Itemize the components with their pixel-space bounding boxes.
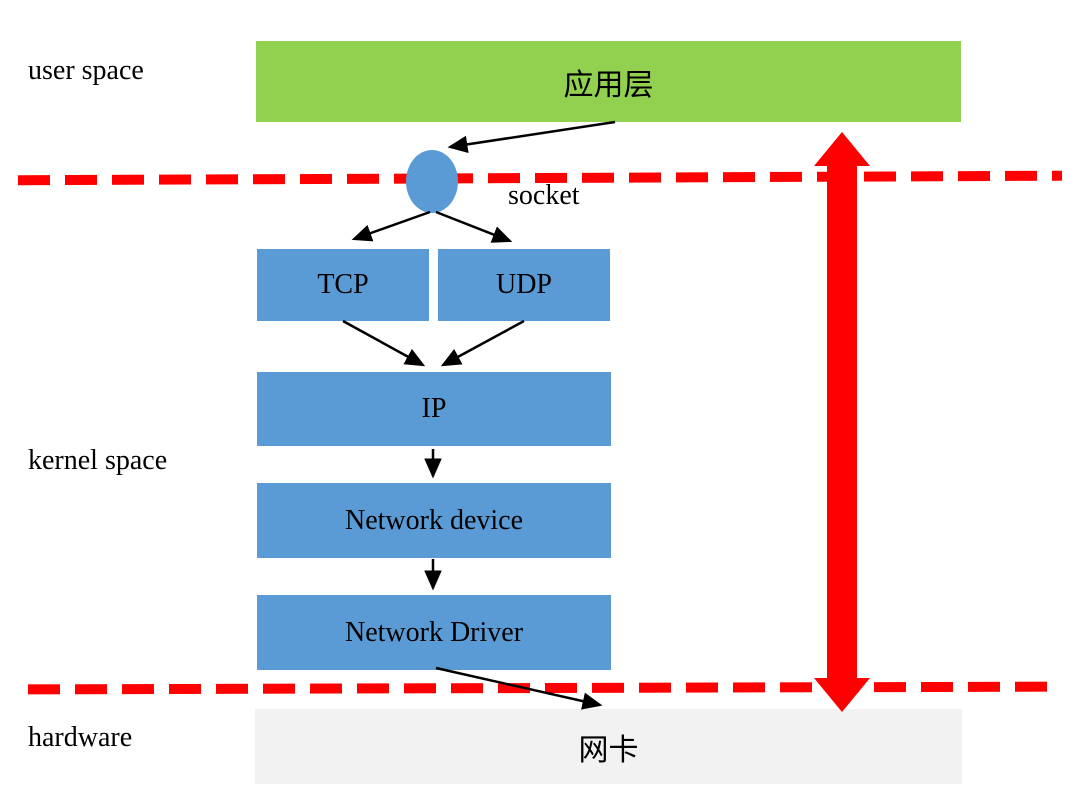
- nic-box: 网卡: [255, 709, 962, 784]
- arrow-socket-to-udp: [435, 210, 513, 243]
- application-layer-box: 应用层: [256, 41, 961, 122]
- kernel-span-double-arrow: [814, 132, 870, 712]
- ip-label: IP: [421, 393, 447, 424]
- udp-label: UDP: [495, 269, 552, 300]
- arrow-tcp-to-ip: [342, 319, 426, 367]
- socket-ellipse: [406, 150, 458, 213]
- network-driver-label: Network Driver: [344, 616, 524, 648]
- application-layer-label: 应用层: [563, 68, 654, 102]
- arrow-app-to-socket: [447, 120, 616, 154]
- ip-box: IP: [257, 372, 611, 446]
- network-device-label: Network device: [344, 504, 524, 536]
- hardware-label: hardware: [28, 722, 133, 753]
- udp-box: UDP: [438, 249, 610, 321]
- kernel-space-label: kernel space: [28, 445, 168, 476]
- arrow-socket-to-tcp: [351, 210, 431, 242]
- kernel-hardware-boundary-line: [27, 681, 1063, 695]
- socket-label: socket: [508, 180, 580, 211]
- user-space-label: user space: [28, 55, 144, 86]
- network-device-box: Network device: [257, 483, 611, 558]
- nic-label: 网卡: [578, 733, 639, 767]
- tcp-box: TCP: [257, 249, 429, 321]
- tcp-label: TCP: [317, 269, 369, 300]
- network-driver-box: Network Driver: [257, 595, 611, 670]
- arrow-udp-to-ip: [440, 319, 525, 367]
